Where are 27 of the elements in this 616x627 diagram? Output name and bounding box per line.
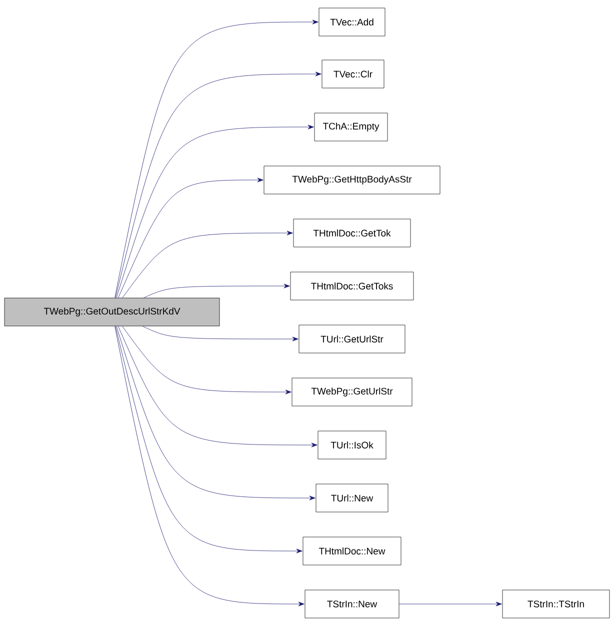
arrow — [122, 230, 293, 298]
function-box: TWebPg::GetUrlStr — [292, 378, 412, 406]
arrow — [114, 20, 318, 298]
arrow — [118, 178, 264, 298]
function-box: TUrl::IsOk — [318, 430, 386, 460]
function-box: TVec::Clr — [322, 60, 384, 88]
function-box: TStrIn::TStrIn — [502, 590, 610, 618]
function-box: TWebPg::GetOutDescUrlStrKdV — [4, 298, 220, 326]
arrow — [399, 602, 502, 606]
arrow — [115, 326, 302, 554]
arrow — [142, 326, 298, 342]
function-box: TStrIn::New — [304, 590, 400, 618]
arrow — [116, 124, 314, 298]
arrow — [115, 72, 322, 298]
arrow — [143, 284, 290, 298]
function-box: TChA::Empty — [314, 112, 388, 142]
function-box: THtmlDoc::New — [302, 536, 402, 566]
arrow — [122, 326, 292, 394]
arrow — [116, 326, 316, 500]
function-box: TVec::Add — [318, 8, 386, 36]
arrow — [118, 326, 318, 448]
function-box: THtmlDoc::GetToks — [290, 272, 414, 300]
function-box: TUrl::GetUrlStr — [298, 324, 406, 354]
function-box: TWebPg::GetHttpBodyAsStr — [264, 166, 440, 194]
function-box: THtmlDoc::GetTok — [293, 218, 411, 248]
arrow — [114, 326, 304, 606]
function-box: TUrl::New — [316, 484, 388, 512]
